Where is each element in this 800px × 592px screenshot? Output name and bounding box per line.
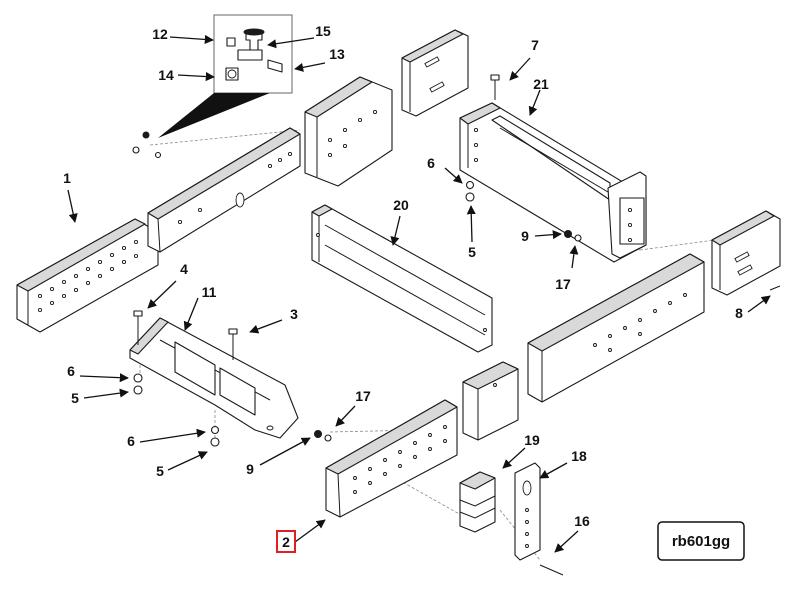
reference-code-text: rb601gg <box>672 533 730 550</box>
callout-5-center: 5 <box>468 244 476 260</box>
callout-17-lower: 17 <box>355 388 371 404</box>
callout-8: 8 <box>735 305 743 321</box>
callout-12: 12 <box>152 26 168 42</box>
part-21-rear-cross-member <box>459 102 647 263</box>
reference-code-box: rb601gg <box>657 521 745 561</box>
right-nut-washer <box>564 230 582 242</box>
part-18-hanger-plate <box>514 462 541 561</box>
callout-17-right: 17 <box>555 276 571 292</box>
part-11-mounting-bracket <box>129 310 299 447</box>
callout-arrows <box>67 34 771 553</box>
upper-right-bracket <box>401 29 469 117</box>
center-nut-washer <box>465 180 475 202</box>
callout-5-left-lower: 5 <box>156 463 164 479</box>
callout-5-left-upper: 5 <box>71 390 79 406</box>
part-1-frame-rail-left <box>16 127 301 333</box>
callout-9-right: 9 <box>521 228 529 244</box>
part-16-bolt <box>539 564 564 576</box>
callout-labels: 1 2 3 4 5 5 5 6 6 6 7 8 9 9 11 12 13 14 … <box>63 23 743 550</box>
callout-16: 16 <box>574 513 590 529</box>
callout-11: 11 <box>202 284 217 300</box>
lower-nut-washer <box>314 430 332 442</box>
upper-cross-channel <box>304 76 393 187</box>
callout-14: 14 <box>158 67 174 83</box>
callout-6-left-lower: 6 <box>127 433 135 449</box>
callout-4: 4 <box>180 261 188 277</box>
callout-13: 13 <box>329 46 345 62</box>
callout-2[interactable]: 2 <box>282 534 290 550</box>
callout-15: 15 <box>315 23 331 39</box>
part-7-bolt <box>490 74 500 100</box>
callout-21: 21 <box>533 76 549 92</box>
callout-3: 3 <box>290 306 298 322</box>
callout-18: 18 <box>571 448 587 464</box>
callout-6-left-upper: 6 <box>67 363 75 379</box>
callout-2-highlight-box[interactable] <box>276 530 296 553</box>
part-20-center-cross-member <box>311 204 493 353</box>
right-end-bracket <box>711 210 781 296</box>
lower-channel-bracket <box>462 361 519 441</box>
callout-1: 1 <box>63 170 71 186</box>
callout-6-center: 6 <box>427 155 435 171</box>
callout-9-lower: 9 <box>246 461 254 477</box>
right-frame-rail <box>527 253 705 403</box>
part-19-rubber-block <box>459 471 496 533</box>
callout-20: 20 <box>393 197 409 213</box>
callout-7: 7 <box>531 37 539 53</box>
part-2-frame-rail-section <box>325 399 458 518</box>
valve-detail-inset <box>132 14 293 159</box>
callout-19: 19 <box>524 432 540 448</box>
